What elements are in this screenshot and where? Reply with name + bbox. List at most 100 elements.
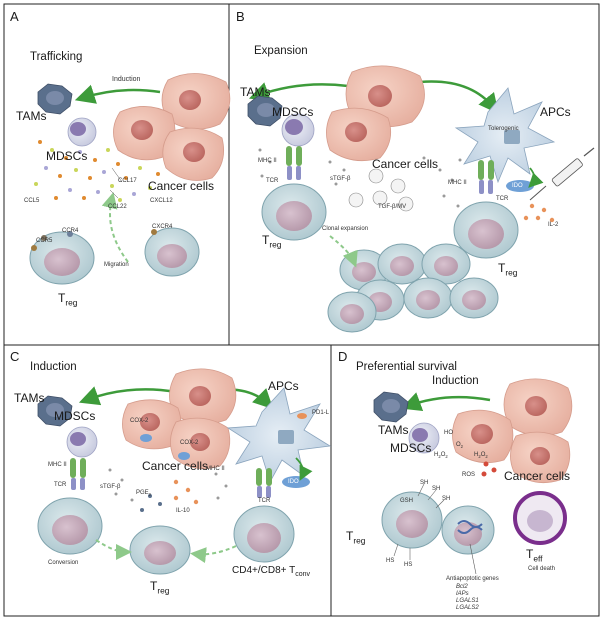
a-cxcl12-label: CXCL12 bbox=[150, 198, 173, 204]
a-migration-arrow bbox=[101, 192, 129, 263]
c-cox2b-label: COX-2 bbox=[180, 440, 199, 446]
c-cancer-cells-label: Cancer cells bbox=[142, 459, 209, 473]
b-cancer-cells bbox=[326, 65, 425, 162]
panel-b-title: Expansion bbox=[254, 45, 308, 57]
b-clonal-label: Clonal expansion bbox=[322, 226, 369, 232]
d-treg-label: Treg bbox=[346, 529, 366, 546]
d-gene-bcl2: Bcl2 bbox=[456, 584, 468, 590]
d-cancer-cells bbox=[452, 378, 573, 484]
a-cxcr4-label: CXCR4 bbox=[152, 224, 173, 230]
b-signal-dots bbox=[258, 148, 462, 208]
d-h2o2-label-1: H2O2 bbox=[434, 452, 448, 460]
b-ido-pill bbox=[506, 180, 534, 192]
b-stgfb-label: sTGF-β bbox=[330, 176, 351, 182]
c-conversion-arrow-right bbox=[190, 545, 237, 564]
a-tams-label: TAMs bbox=[16, 109, 47, 123]
b-tgf-vesicles bbox=[348, 168, 414, 212]
a-ccr4-label: CCR4 bbox=[62, 228, 79, 234]
d-sh1-label: SH bbox=[420, 480, 429, 486]
b-tcr2-label: TCR bbox=[496, 196, 509, 202]
d-gsh-label: GSH bbox=[400, 498, 414, 504]
d-cell-death-label: Cell death bbox=[528, 566, 556, 572]
c-conversion-label: Conversion bbox=[48, 560, 79, 566]
panel-d-title: Preferential survival bbox=[356, 361, 457, 373]
b-ido-label: IDO bbox=[512, 183, 523, 189]
c-pdl1-label: PD1-L bbox=[312, 410, 330, 416]
d-sh4-label: HS bbox=[386, 558, 395, 564]
c-tcr-label: TCR bbox=[54, 482, 67, 488]
a-migration-label: Migration bbox=[104, 262, 129, 268]
d-antiapoptotic-label: Antiapoptotic genes bbox=[446, 576, 499, 582]
b-left-arrow bbox=[248, 82, 349, 102]
c-pge2-label: PGE2 bbox=[136, 490, 152, 498]
a-ccl5-label: CCL5 bbox=[24, 198, 40, 204]
b-tgfb-mv-label: TGF-β/MV bbox=[378, 204, 407, 210]
b-clonal-cells bbox=[327, 243, 499, 333]
d-induction-label: Induction bbox=[432, 375, 479, 387]
c-treg-label: Treg bbox=[150, 579, 170, 596]
d-ho-label: HO bbox=[444, 430, 453, 436]
c-mdscs-label: MDSCs bbox=[54, 409, 96, 423]
b-tolerogenic-label: Tolerogenic bbox=[488, 126, 519, 132]
d-gene-lgals2: LGALS2 bbox=[456, 605, 479, 611]
a-ccl22-label: CCL22 bbox=[108, 204, 127, 210]
d-induction-arrow bbox=[400, 392, 491, 412]
a-mdscs-label: MDSCs bbox=[46, 149, 88, 163]
c-mhc2-label: MHC II bbox=[206, 466, 225, 472]
d-ros-dots bbox=[481, 461, 497, 477]
b-mhc2-label: MHC II bbox=[448, 180, 467, 186]
d-h2o2-label-2: H2O2 bbox=[474, 452, 488, 460]
panel-a bbox=[29, 73, 231, 285]
c-ido-label: IDO bbox=[288, 479, 299, 485]
b-treg-right-label: Treg bbox=[498, 261, 518, 278]
c-signal-dots bbox=[108, 468, 228, 512]
d-sh2-label: SH bbox=[432, 486, 441, 492]
panel-d-letter: D bbox=[338, 349, 348, 364]
b-apcs-label: APCs bbox=[540, 105, 571, 119]
panel-c-title: Induction bbox=[30, 361, 77, 373]
d-teff-label: Teff bbox=[526, 547, 543, 564]
a-induction-arrow bbox=[74, 84, 161, 104]
d-ros-label: ROS bbox=[462, 472, 476, 478]
b-treg-left-label: Treg bbox=[262, 233, 282, 250]
a-ccl17-label: CCL17 bbox=[118, 178, 137, 184]
b-il2-dots bbox=[523, 203, 555, 223]
syringe-icon bbox=[529, 147, 595, 201]
c-cox2a-label: COX-2 bbox=[130, 418, 149, 424]
c-tams-label: TAMs bbox=[14, 391, 45, 405]
panel-c bbox=[37, 368, 332, 575]
a-induction-label: Induction bbox=[112, 76, 141, 83]
b-right-arrow bbox=[419, 80, 499, 114]
b-mhc-label: MHC II bbox=[258, 158, 277, 164]
d-gene-lgals1: LGALS1 bbox=[456, 598, 479, 604]
d-mdscs-label: MDSCs bbox=[390, 441, 432, 455]
panel-a-title: Trafficking bbox=[30, 51, 83, 63]
c-apcs-label: APCs bbox=[268, 379, 299, 393]
c-stgfb-label: sTGF-β bbox=[100, 484, 121, 490]
panel-b bbox=[247, 65, 595, 333]
c-mhc-label: MHC II bbox=[48, 462, 67, 468]
panel-b-letter: B bbox=[236, 9, 245, 24]
d-tams-label: TAMs bbox=[378, 423, 409, 437]
b-il2-label: IL-2 bbox=[548, 222, 559, 228]
c-left-arrow bbox=[78, 386, 177, 406]
d-gene-iaps: IAPs bbox=[456, 591, 469, 597]
c-il10-label: IL-10 bbox=[176, 508, 190, 514]
b-clonal-arrow bbox=[329, 235, 358, 268]
d-sh5-label: HS bbox=[404, 562, 413, 568]
a-treg-label: Treg bbox=[58, 291, 78, 308]
b-tcr-label: TCR bbox=[266, 178, 279, 184]
d-sh-lines bbox=[393, 483, 445, 560]
a-cancer-cells bbox=[113, 73, 231, 181]
a-cancer-cells-label: Cancer cells bbox=[148, 179, 215, 193]
a-ccr5-label: CCR5 bbox=[36, 238, 53, 244]
c-tconv-label: CD4+/CD8+ Tconv bbox=[232, 565, 310, 579]
panel-d bbox=[373, 378, 573, 575]
dna-helix-icon bbox=[457, 520, 483, 534]
d-o2-label: O2 bbox=[456, 442, 464, 450]
panel-c-letter: C bbox=[10, 349, 20, 364]
b-cancer-cells-label: Cancer cells bbox=[372, 157, 439, 171]
c-conversion-arrow-left bbox=[95, 539, 132, 560]
d-sh3-label: SH bbox=[442, 496, 451, 502]
